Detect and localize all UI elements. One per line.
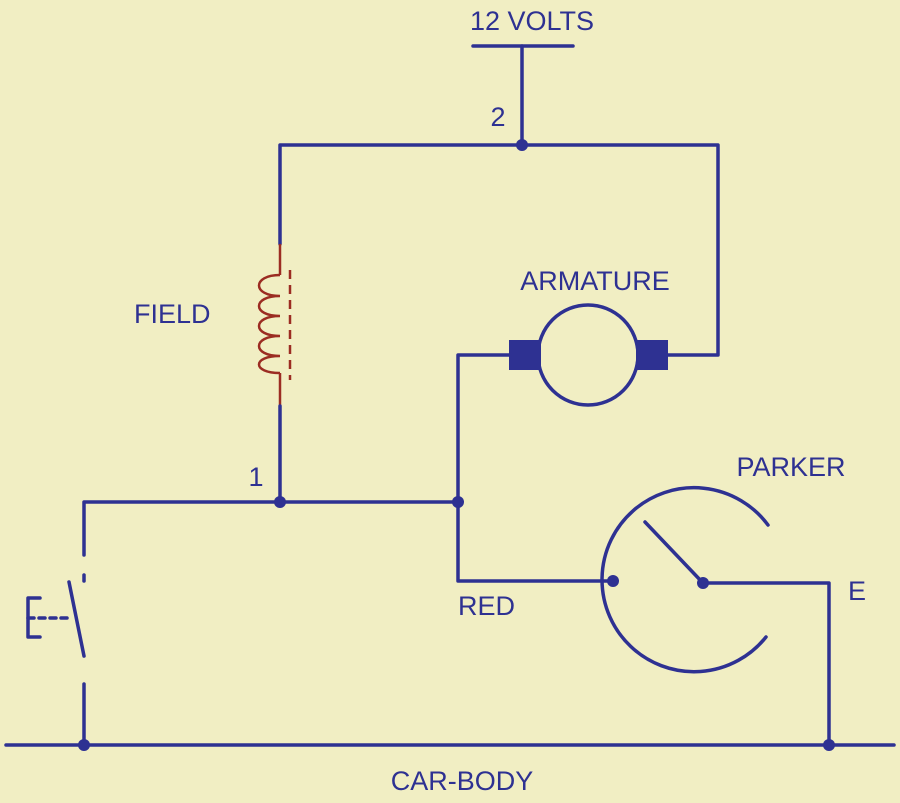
armature [509, 303, 668, 407]
parker-pivot-dot [697, 577, 709, 589]
parker-label: PARKER [736, 452, 845, 482]
ground-dot-right [823, 739, 835, 751]
field-coil [258, 244, 292, 406]
armature-label: ARMATURE [520, 266, 670, 296]
parker-earth-wire [701, 581, 831, 747]
car-body-label: CAR-BODY [391, 766, 534, 796]
parker-arc [600, 485, 770, 674]
supply-label: 12 VOLTS [470, 6, 594, 36]
red-label: RED [458, 591, 515, 621]
armature-brush-left [509, 340, 541, 370]
top-wire [278, 143, 720, 357]
switch-rail-wire [82, 500, 460, 557]
junction-dot [452, 496, 464, 508]
parker-red-terminal-dot [607, 575, 619, 587]
manual-switch [26, 573, 86, 747]
switch-blade [67, 580, 86, 658]
field-label: FIELD [134, 299, 211, 329]
parker-arm [643, 520, 705, 585]
node-2-label: 2 [490, 102, 505, 132]
node-1-dot [274, 496, 286, 508]
earth-label: E [848, 576, 866, 606]
armature-brush-right [636, 340, 668, 370]
supply-terminal [471, 44, 575, 147]
node-1-label: 1 [248, 462, 263, 492]
ground-dot-left [78, 739, 90, 751]
node-2-dot [516, 139, 528, 151]
armature-return-wire [456, 353, 615, 583]
parker-switch [600, 485, 831, 747]
